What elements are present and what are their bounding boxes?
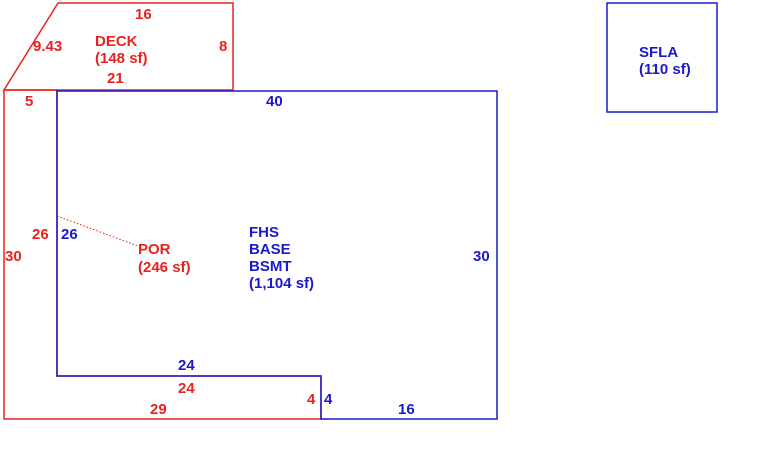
deck-name: DECK [95,33,138,50]
base-label-bsmt: BSMT [249,258,292,275]
base-outline[interactable] [56,90,498,420]
base-area: (1,104 sf) [249,275,314,292]
sfla-outline[interactable] [606,2,718,113]
sfla-name: SFLA [639,44,678,61]
porch-dim-left-upper: 26 [32,226,49,243]
base-dim-bottom: 16 [398,401,415,418]
base-dim-left: 26 [61,226,78,243]
base-label-base: BASE [249,241,291,258]
porch-leader-line [56,215,139,247]
deck-area: (148 sf) [95,50,148,67]
base-dim-right: 30 [473,248,490,265]
deck-outline[interactable] [2,2,234,91]
deck-dim-top: 16 [135,6,152,23]
deck-dim-slant: 9.43 [33,38,62,55]
porch-dim-bottom-inner: 24 [178,380,195,397]
base-label-fhs: FHS [249,224,279,241]
porch-dim-bottom: 29 [150,401,167,418]
sfla-area: (110 sf) [639,61,691,78]
porch-dim-top-left: 5 [25,93,33,110]
porch-dim-left-outer: 30 [5,248,22,265]
base-dim-inner-bottom: 24 [178,357,195,374]
base-dim-step: 4 [324,391,333,408]
porch-dim-right-step: 4 [307,391,316,408]
porch-area: (246 sf) [138,259,191,276]
deck-dim-right: 8 [219,38,227,55]
base-dim-top: 40 [266,93,283,110]
deck-dim-bottom: 21 [107,70,124,87]
porch-name: POR [138,241,171,258]
